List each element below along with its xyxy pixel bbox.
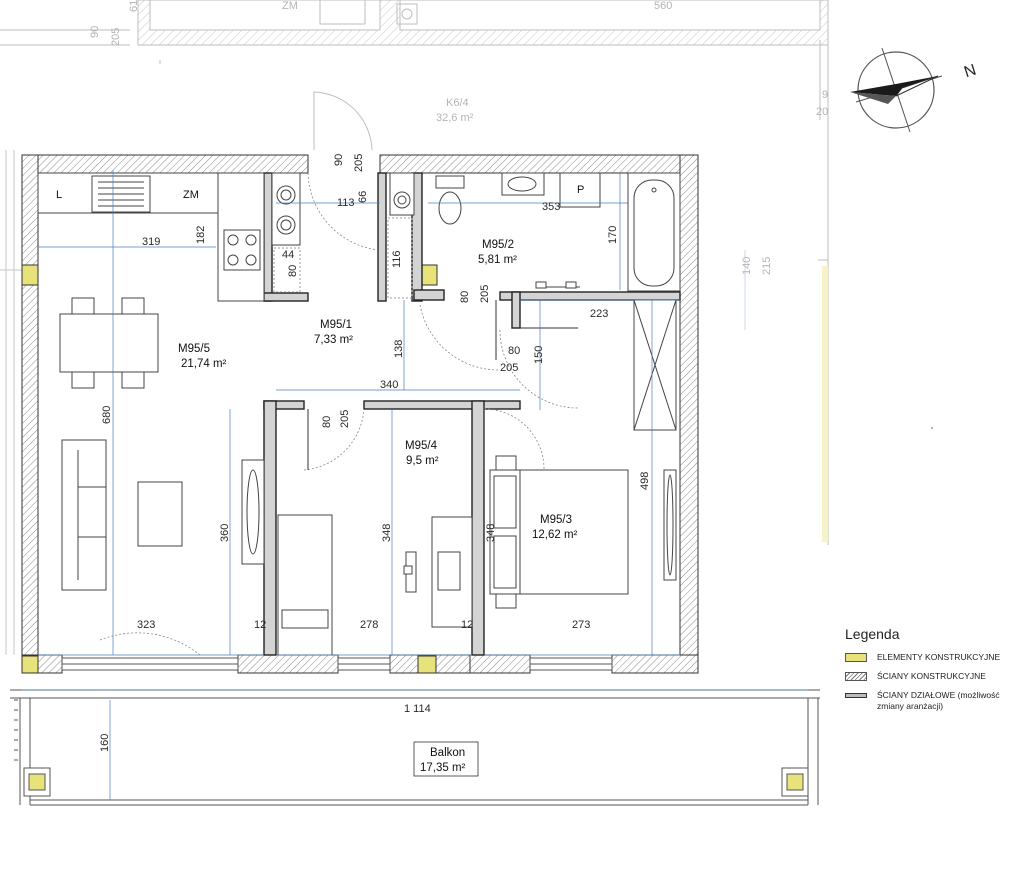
dim-170: 170 — [607, 226, 619, 244]
legend-item-partition-walls: ŚCIANY DZIAŁOWE (możliwość zmiany aranża… — [845, 690, 1024, 712]
room-m95-2-name: M95/2 — [482, 239, 514, 251]
dim-66: 66 — [357, 191, 369, 203]
fridge-label: L — [56, 189, 62, 201]
structural-columns — [21, 264, 438, 674]
dimension-lines — [22, 170, 808, 800]
dim-340: 340 — [380, 379, 398, 391]
room-m95-5-area: 21,74 m² — [181, 358, 227, 370]
dim-360: 360 — [219, 524, 231, 542]
structural-walls — [21, 154, 699, 674]
top-dim-205: 205 — [110, 28, 122, 46]
legend-item-structural-walls: ŚCIANY KONSTRUKCYJNE — [845, 671, 1024, 682]
kitchen-column-fixtures — [271, 172, 301, 293]
right-dim-215: 215 — [761, 257, 773, 275]
top-dim-61: 61 — [128, 0, 140, 12]
dim-205-entry: 205 — [353, 154, 365, 172]
balcony-area: 17,35 m² — [420, 762, 466, 774]
door-swings — [99, 172, 579, 656]
dim-323: 323 — [137, 619, 155, 631]
partition-walls-swatch — [845, 693, 867, 698]
dim-273: 273 — [572, 619, 590, 631]
top-dim-90: 90 — [89, 26, 101, 38]
room-m95-4-area: 9,5 m² — [406, 455, 439, 467]
legend-title: Legenda — [845, 626, 900, 642]
windows — [61, 657, 613, 671]
dining-table — [59, 297, 159, 389]
legend-item-label: ELEMENTY KONSTRUKCYJNE — [877, 652, 1001, 662]
sofa — [61, 439, 183, 591]
top-zm-label: ZM — [282, 0, 298, 12]
top-fragment — [0, 0, 829, 545]
dim-498: 498 — [639, 472, 651, 490]
shaft-fixtures — [387, 172, 415, 299]
wardrobe — [633, 299, 677, 581]
dim-205-bath: 205 — [479, 285, 491, 303]
compass-icon — [850, 47, 943, 133]
structural-walls-swatch — [845, 672, 867, 681]
tv-stand — [241, 459, 265, 565]
dim-90-entry: 90 — [333, 154, 345, 166]
washer-label: P — [577, 184, 584, 196]
room-m95-4-name: M95/4 — [405, 440, 438, 452]
room-m95-3-area: 12,62 m² — [532, 529, 578, 541]
dim-80-kitchen: 80 — [287, 265, 299, 277]
dim-44: 44 — [282, 249, 294, 261]
door-leaves — [307, 300, 578, 470]
room-m95-5-name: M95/5 — [178, 343, 210, 355]
bedroom-m95-4-furniture — [277, 514, 473, 656]
right-dim-140: 140 — [741, 257, 753, 275]
legend-item-label: ŚCIANY DZIAŁOWE (możliwość zmiany aranża… — [877, 690, 1000, 711]
dim-150: 150 — [533, 346, 545, 364]
compass-north-label: N — [962, 62, 978, 82]
dim-319: 319 — [142, 236, 160, 248]
dim-223: 223 — [590, 308, 608, 320]
dim-80-room4: 80 — [321, 416, 333, 428]
left-fragment — [0, 150, 22, 655]
corridor-area: 32,6 m² — [436, 112, 474, 124]
dim-12-right: 12 — [461, 619, 473, 631]
balcony-edge-ticks — [14, 699, 18, 761]
dim-116: 116 — [391, 250, 403, 268]
room-m95-1-name: M95/1 — [320, 319, 352, 331]
room-m95-2-area: 5,81 m² — [478, 254, 517, 266]
dim-348-room4: 348 — [381, 524, 393, 542]
room-m95-3-name: M95/3 — [540, 514, 572, 526]
dim-278: 278 — [360, 619, 378, 631]
dim-160: 160 — [99, 734, 111, 752]
kitchen-counter — [37, 172, 265, 302]
bathroom-fixtures — [435, 172, 681, 292]
corridor-name: K6/4 — [446, 97, 469, 109]
dishwasher-label: ZM — [183, 189, 199, 201]
dim-80-bath: 80 — [459, 291, 471, 303]
top-dim-560: 560 — [654, 0, 672, 12]
balcony-name: Balkon — [430, 747, 465, 759]
right-dim-9: 9 — [822, 89, 828, 101]
dim-205-room4: 205 — [339, 410, 351, 428]
dim-138: 138 — [393, 340, 405, 358]
room-m95-1-area: 7,33 m² — [314, 334, 353, 346]
legend-item-structural-elements: ELEMENTY KONSTRUKCYJNE — [845, 652, 1024, 663]
dim-1114: 1 114 — [404, 703, 431, 715]
structural-elements-swatch — [845, 653, 867, 662]
legend: Legenda ELEMENTY KONSTRUKCYJNE ŚCIANY KO… — [845, 626, 1024, 720]
dim-113: 113 — [337, 197, 355, 209]
dim-80-bedroom: 80 — [508, 345, 520, 357]
legend-item-label: ŚCIANY KONSTRUKCYJNE — [877, 671, 986, 681]
dim-680: 680 — [101, 406, 113, 424]
dim-205-bedroom: 205 — [500, 362, 518, 374]
dim-353: 353 — [542, 201, 560, 213]
dim-182: 182 — [195, 226, 207, 244]
right-dim-20: 20 — [816, 106, 828, 118]
dim-12-left: 12 — [254, 619, 266, 631]
right-yellow-strip — [822, 266, 828, 542]
dim-348-room3: 348 — [485, 524, 497, 542]
